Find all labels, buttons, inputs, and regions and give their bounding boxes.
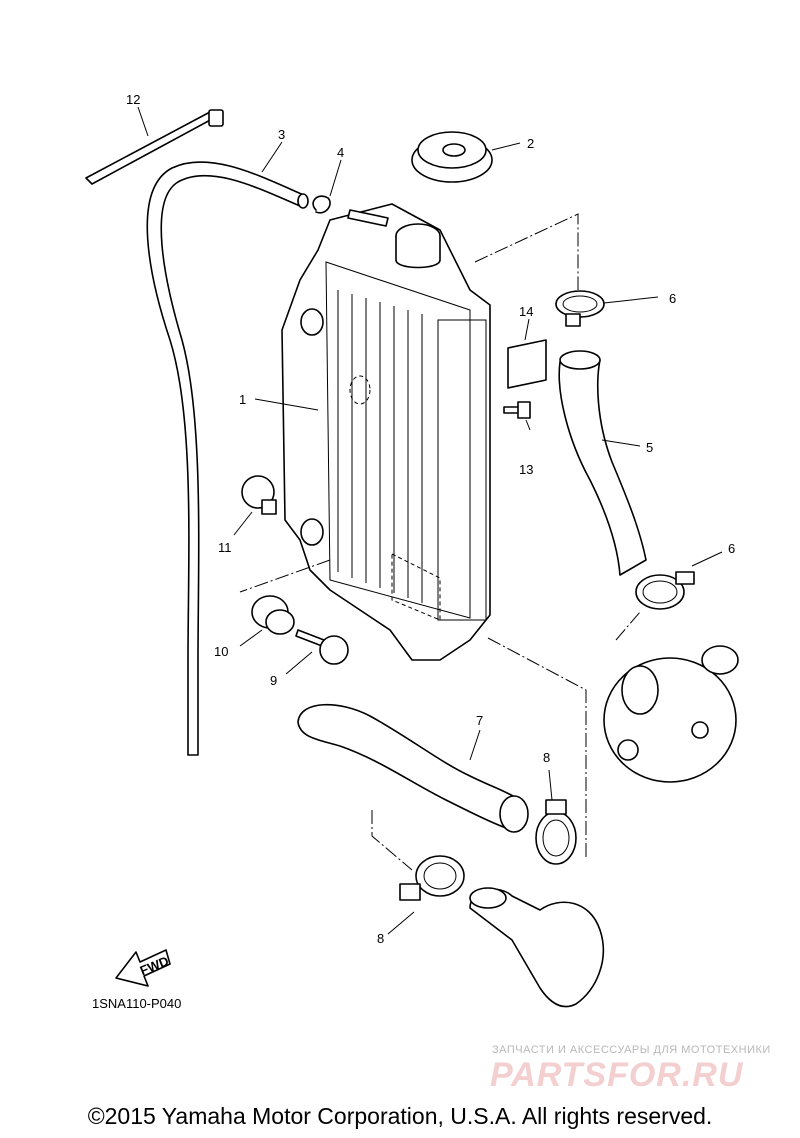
assembly-lines [239,213,641,871]
callout-7: 7 [476,713,483,728]
part-5-upper-hose [558,350,647,576]
callout-labels: 1 2 3 4 5 6 6 7 8 8 9 10 11 12 13 14 [126,92,735,946]
callout-8-lower: 8 [377,931,384,946]
part-10-damper [239,595,295,647]
callout-8-right: 8 [543,750,550,765]
part-8-hose-clamp-lower [387,855,465,935]
fwd-label: FWD [138,953,171,978]
callout-14: 14 [519,304,533,319]
callout-1: 1 [239,392,246,407]
part-4-clip [312,159,342,214]
watermark-logo: PARTSFOR.RU [490,1056,744,1094]
part-11-grommet [233,475,277,536]
callout-12: 12 [126,92,140,107]
callout-2: 2 [527,136,534,151]
callout-6-upper: 6 [669,291,676,306]
callout-11: 11 [218,540,232,555]
callout-10: 10 [214,644,228,659]
part-6-hose-clamp-upper [555,290,659,327]
part-9-bolt [285,629,349,675]
callout-6-lower: 6 [728,541,735,556]
part-6-hose-clamp-lower [635,551,723,610]
part-14-pad [507,318,547,389]
water-pump-housing [469,887,605,1008]
watermark-tagline: ЗАПЧАСТИ И АКСЕССУАРЫ ДЛЯ МОТОТЕХНИКИ [492,1044,771,1056]
part-12-breather-tube [85,106,224,185]
callout-3: 3 [278,127,285,142]
part-3-overflow-hose [146,141,309,756]
callout-9: 9 [270,673,277,688]
part-1-radiator [254,203,491,661]
part-8-hose-clamp-right [535,769,577,865]
callout-4: 4 [337,145,344,160]
cylinder-head-fitting [603,645,739,783]
fwd-arrow-icon: FWD [115,949,171,987]
part-7-lower-hose [297,703,529,833]
part-2-radiator-cap [411,131,521,183]
diagram-code: 1SNA110-P040 [92,996,182,1011]
filler-neck [347,209,441,269]
copyright-notice: ©2015 Yamaha Motor Corporation, U.S.A. A… [87,1103,713,1129]
callout-5: 5 [646,440,653,455]
part-13-bolt [503,401,531,431]
callout-13: 13 [519,462,533,477]
